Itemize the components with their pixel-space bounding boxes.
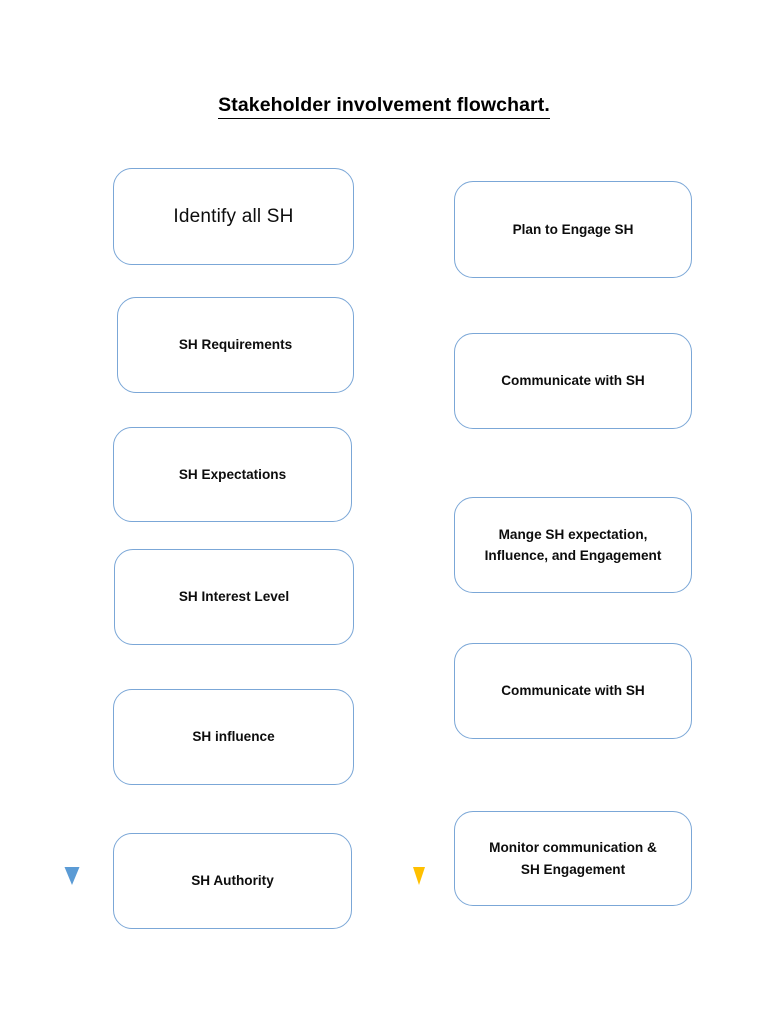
flow-box-right-0[interactable]: Plan to Engage SH xyxy=(454,181,692,278)
flow-box-label: Monitor communication & SH Engagement xyxy=(489,840,657,877)
flow-box-right-1[interactable]: Communicate with SH xyxy=(454,333,692,429)
flow-box-left-2[interactable]: SH Expectations xyxy=(113,427,352,522)
flow-box-label: SH Authority xyxy=(191,873,274,889)
flow-box-left-0[interactable]: Identify all SH xyxy=(113,168,354,265)
flow-box-left-5[interactable]: SH Authority xyxy=(113,833,352,929)
flow-box-label: Identify all SH xyxy=(173,205,294,227)
page-title: Stakeholder involvement flowchart. xyxy=(0,94,768,119)
right-flow-arrow xyxy=(413,237,425,885)
flow-box-right-4[interactable]: Monitor communication & SH Engagement xyxy=(454,811,692,906)
flow-box-label: Plan to Engage SH xyxy=(512,221,634,237)
flow-box-right-2[interactable]: Mange SH expectation, Influence, and Eng… xyxy=(454,497,692,593)
page-title-text: Stakeholder involvement flowchart. xyxy=(218,94,550,119)
flow-box-label: SH Interest Level xyxy=(178,589,290,605)
flow-box-label: SH Expectations xyxy=(178,466,287,482)
flow-box-label: Communicate with SH xyxy=(501,683,645,699)
flow-box-label: Mange SH expectation, Influence, and Eng… xyxy=(484,526,662,563)
flow-box-label: SH Requirements xyxy=(178,337,293,353)
flow-box-label: SH influence xyxy=(192,729,275,745)
flow-box-right-3[interactable]: Communicate with SH xyxy=(454,643,692,739)
flow-box-left-3[interactable]: SH Interest Level xyxy=(114,549,354,645)
left-flow-arrow xyxy=(64,228,80,885)
flow-box-left-4[interactable]: SH influence xyxy=(113,689,354,785)
flow-box-left-1[interactable]: SH Requirements xyxy=(117,297,354,393)
flow-box-label: Communicate with SH xyxy=(501,373,645,389)
